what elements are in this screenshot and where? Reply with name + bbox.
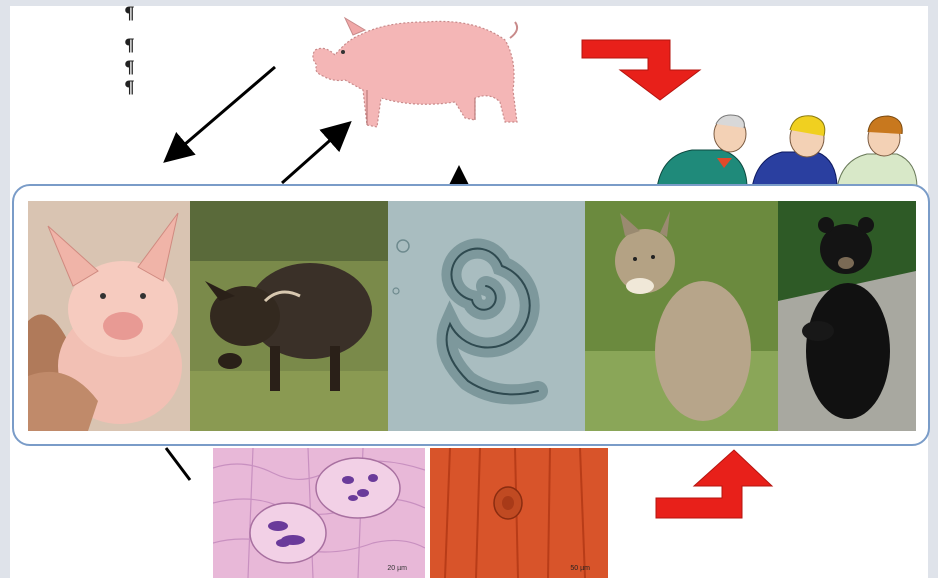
pilcrow-mark: ¶ bbox=[124, 60, 135, 77]
scale-bar-label: 50 µm bbox=[570, 565, 590, 572]
wild-boar-photo bbox=[190, 201, 388, 431]
piglet-photo bbox=[28, 201, 190, 431]
pilcrow-mark: ¶ bbox=[124, 6, 135, 23]
black-arrow-stub-icon bbox=[158, 440, 198, 485]
histology-left-panel: 20 µm bbox=[213, 448, 425, 578]
cougar-photo bbox=[585, 201, 778, 431]
red-bent-arrow-up-icon bbox=[652, 446, 782, 522]
doctors-clipart-icon bbox=[652, 110, 922, 190]
larva-micrograph bbox=[388, 201, 585, 431]
black-bear-photo bbox=[778, 201, 916, 431]
black-arrows-icon bbox=[150, 55, 370, 195]
pilcrow-mark: ¶ bbox=[124, 38, 135, 55]
histology-right-panel: 50 µm bbox=[430, 448, 608, 578]
pilcrow-mark: ¶ bbox=[124, 80, 135, 97]
red-bent-arrow-down-icon bbox=[578, 36, 708, 104]
scale-bar-label: 20 µm bbox=[387, 565, 407, 572]
